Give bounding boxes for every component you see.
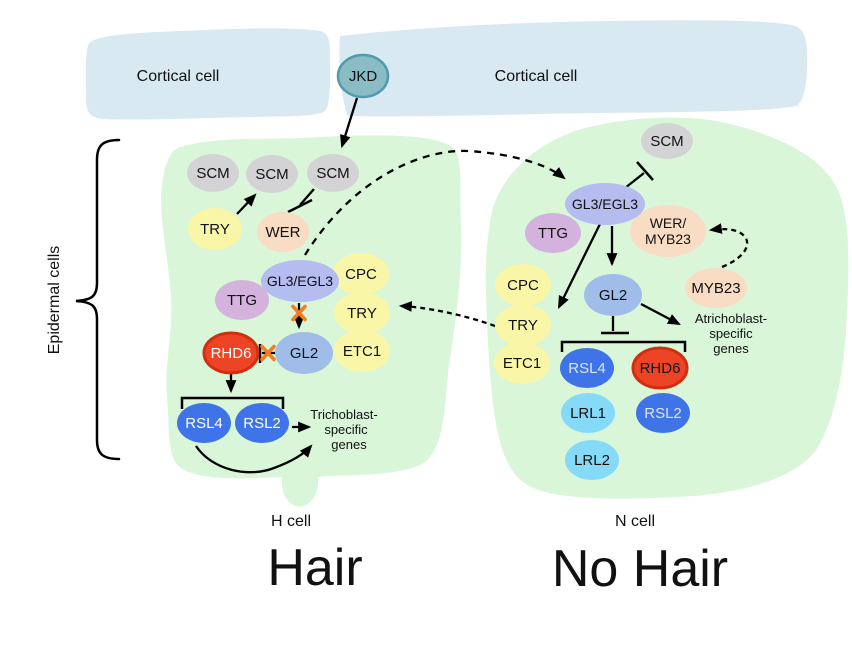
node-rhd6-n: RHD6: [631, 346, 689, 390]
inhibit-scm-to-wer: [287, 188, 315, 214]
node-label: WER/: [650, 215, 687, 231]
node-label: GL2: [599, 287, 627, 304]
node-gl2-n: GL2: [584, 274, 642, 316]
jkd-label: JKD: [349, 68, 378, 85]
node-label: SCM: [196, 165, 229, 182]
node-etc1-h: ETC1: [334, 330, 390, 372]
node-rhd6-h: RHD6: [202, 331, 260, 375]
node-lrl1: LRL1: [561, 393, 615, 433]
epidermal-cells-label: Epidermal cells: [46, 246, 63, 354]
node-label: CPC: [507, 277, 539, 294]
genes-line: genes: [713, 341, 749, 356]
node-scm-n: SCM: [641, 123, 693, 159]
node-label: RSL4: [185, 415, 223, 432]
atrichoblast-genes-label: Atrichoblast- specific genes: [695, 311, 767, 356]
node-cpc-h: CPC: [333, 253, 389, 295]
node-wer: WER: [257, 212, 309, 252]
node-ttg-h: TTG: [215, 280, 269, 320]
dashed-arrow-hcell-to-ncell-gl3: [304, 149, 566, 256]
genes-line: specific: [324, 422, 368, 437]
node-label: GL3/EGL3: [572, 196, 638, 212]
node-label: SCM: [316, 165, 349, 182]
bracket-rsl4-rhd6: [560, 340, 687, 352]
node-label: RSL2: [644, 405, 682, 422]
node-label: GL2: [290, 345, 318, 362]
arrow-try-to-scm: [236, 193, 257, 215]
node-gl3-egl3-h: GL3/EGL3: [261, 260, 339, 302]
node-label: SCM: [650, 133, 683, 150]
node-gl3-egl3-n: GL3/EGL3: [565, 183, 645, 225]
dashed-arrow-myb23-to-wer-myb23: [708, 223, 749, 269]
cortical-cell-right-shape: [339, 20, 808, 117]
node-rsl4-n: RSL4: [560, 348, 614, 388]
arrow-jkd-to-scm: [340, 97, 359, 149]
node-rsl2-h: RSL2: [235, 403, 289, 443]
node-label: RHD6: [640, 360, 681, 377]
cortical-cell-left-label: Cortical cell: [137, 68, 220, 85]
blocked-x-icon: [291, 304, 307, 322]
no-hair-fate-label: No Hair: [552, 540, 728, 598]
node-scm-3: SCM: [307, 154, 359, 192]
node-label: RSL2: [243, 415, 281, 432]
node-label: TRY: [347, 305, 377, 322]
cortical-cell-left-shape: [85, 28, 331, 120]
curved-arrow-rsl4-to-trichoblast-genes: [195, 444, 313, 474]
genes-line: genes: [331, 437, 367, 452]
cortical-cell-right-label: Cortical cell: [495, 68, 578, 85]
node-jkd: JKD: [336, 53, 390, 99]
node-label: TTG: [227, 292, 257, 309]
genes-line: Trichoblast-: [310, 407, 377, 422]
jkd-ellipse: [336, 53, 390, 99]
node-rsl2-n: RSL2: [636, 393, 690, 433]
node-label: RHD6: [211, 345, 252, 362]
node-label: LRL2: [574, 452, 610, 469]
node-label: ETC1: [343, 343, 381, 360]
node-label: LRL1: [570, 405, 606, 422]
node-myb23: MYB23: [685, 268, 747, 308]
node-ttg-n: TTG: [525, 213, 581, 253]
node-rsl4-h: RSL4: [177, 403, 231, 443]
node-label: CPC: [345, 266, 377, 283]
node-gl2-h: GL2: [275, 332, 333, 374]
node-label: WER: [266, 224, 301, 241]
node-label: TRY: [508, 317, 538, 334]
node-label: TRY: [200, 221, 230, 238]
genes-line: specific: [709, 326, 753, 341]
node-lrl2: LRL2: [565, 440, 619, 480]
node-try-h: TRY: [334, 292, 390, 334]
h-cell-label: H cell: [271, 513, 311, 530]
node-cpc-n: CPC: [495, 264, 551, 306]
arrow-gl2-to-atrichoblast-genes: [640, 302, 681, 326]
node-label: ETC1: [503, 355, 541, 372]
node-etc1-n: ETC1: [494, 342, 550, 384]
n-cell-label: N cell: [615, 513, 655, 530]
no-hair-cell-shape: [485, 117, 849, 499]
dashed-arrow-ncell-try-to-hcell-try: [398, 301, 496, 328]
genes-line: Atrichoblast-: [695, 311, 767, 326]
blocked-x-icon: [260, 344, 276, 362]
epidermal-cells-brace: [75, 138, 121, 461]
node-scm-2: SCM: [246, 155, 298, 193]
node-try-upper: TRY: [188, 208, 242, 250]
trichoblast-genes-label: Trichoblast- specific genes: [310, 407, 377, 452]
node-label: MYB23: [691, 280, 740, 297]
node-label: RSL4: [568, 360, 606, 377]
inhibit-gl2-to-rsl-bracket: [601, 316, 629, 335]
node-label: TTG: [538, 225, 568, 242]
node-scm-1: SCM: [187, 154, 239, 192]
bracket-rsl4-rsl2: [180, 396, 285, 409]
node-label: SCM: [255, 166, 288, 183]
node-label: GL3/EGL3: [267, 273, 333, 289]
node-wer-myb23: WER/ MYB23: [630, 205, 706, 257]
node-label: MYB23: [645, 231, 691, 247]
node-try-n: TRY: [495, 304, 551, 346]
arrow-gl3-to-try: [557, 223, 602, 309]
hair-fate-label: Hair: [267, 539, 362, 597]
